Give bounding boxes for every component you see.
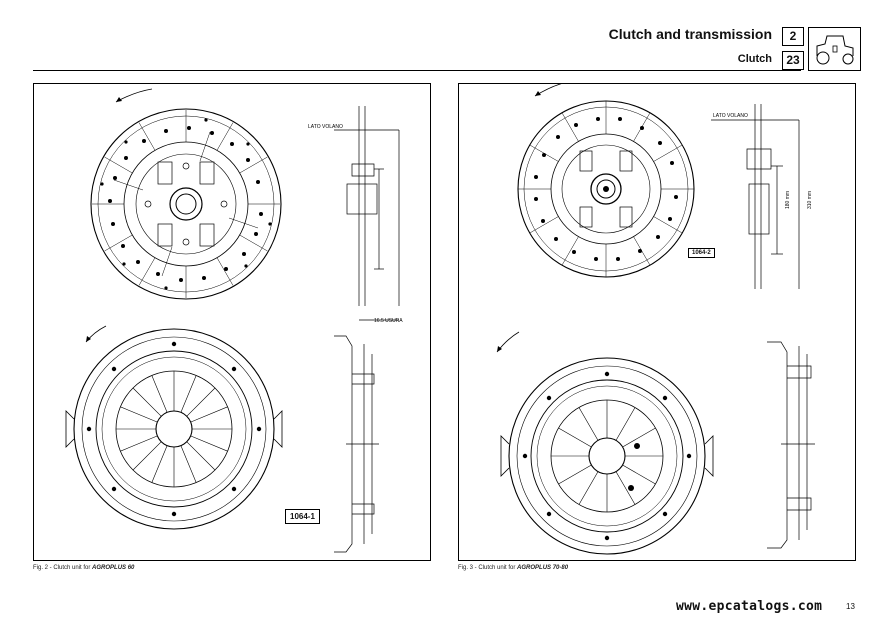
section-title: Clutch and transmission (608, 26, 772, 42)
header-rule (33, 70, 801, 71)
footer-website-link[interactable]: www.epcatalogs.com (676, 599, 823, 614)
section-number-box: 2 (782, 27, 804, 46)
figure-2-panel: LATO VOLANO 16.5 USURA (33, 83, 431, 561)
svg-text:16.5 USURA: 16.5 USURA (374, 318, 403, 324)
figure-2-caption: Fig. 2 - Clutch unit for AGROPLUS 60 (33, 565, 134, 571)
figure-3-reference: 1064-2 (688, 248, 715, 258)
svg-text:180 mm: 180 mm (785, 191, 791, 209)
figure-3-panel: LATO VOLANO 180 mm 310 mm (458, 83, 856, 561)
svg-text:LATO VOLANO: LATO VOLANO (713, 113, 748, 119)
figure-2-caption-model: AGROPLUS 60 (92, 565, 135, 571)
svg-text:LATO VOLANO: LATO VOLANO (308, 124, 343, 130)
section-page-number-box: 23 (782, 51, 804, 70)
figure-3-caption-prefix: Fig. 3 - Clutch unit for (458, 565, 518, 571)
page-number: 13 (846, 602, 855, 611)
clutch-drawing-60: LATO VOLANO 16.5 USURA (65, 88, 403, 553)
figure-2-reference: 1064-1 (285, 509, 320, 524)
figure-3-caption: Fig. 3 - Clutch unit for AGROPLUS 70-80 (458, 565, 568, 571)
svg-text:310 mm: 310 mm (807, 191, 813, 209)
figure-2-caption-prefix: Fig. 2 - Clutch unit for (33, 565, 93, 571)
tractor-icon (808, 27, 861, 71)
clutch-drawing-70-80: LATO VOLANO 180 mm 310 mm (496, 84, 815, 555)
figure-3-caption-model: AGROPLUS 70-80 (517, 565, 569, 571)
subsection-title: Clutch (737, 53, 772, 65)
